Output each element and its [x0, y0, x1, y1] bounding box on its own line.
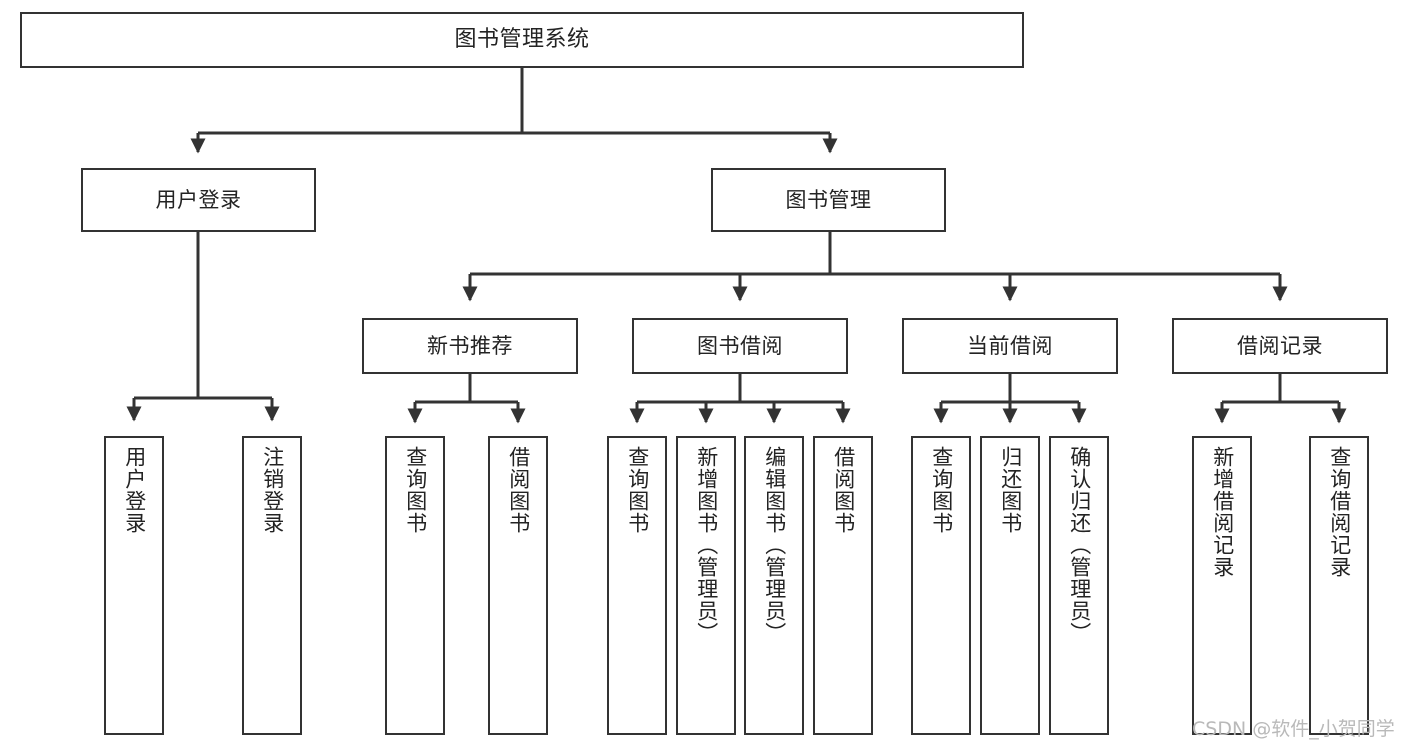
node-label: 借阅图书 — [831, 446, 856, 534]
node-borrow-record[interactable]: 借阅记录 — [1172, 318, 1388, 374]
leaf-edit-book-admin[interactable]: 编辑图书（管理员） — [744, 436, 804, 735]
node-label: 用户登录 — [122, 446, 147, 534]
node-label: 图书借阅 — [697, 333, 783, 358]
node-label: 图书管理 — [785, 187, 872, 212]
node-label: 注销登录 — [260, 446, 285, 534]
leaf-query-book-recommend[interactable]: 查询图书 — [385, 436, 445, 735]
node-label: 新增图书（管理员） — [694, 446, 719, 644]
node-label: 查询图书 — [929, 446, 954, 534]
leaf-borrow-book[interactable]: 借阅图书 — [813, 436, 873, 735]
node-new-book-recommend[interactable]: 新书推荐 — [362, 318, 578, 374]
node-book-borrow[interactable]: 图书借阅 — [632, 318, 848, 374]
leaf-confirm-return-admin[interactable]: 确认归还（管理员） — [1049, 436, 1109, 735]
leaf-user-login[interactable]: 用户登录 — [104, 436, 164, 735]
node-current-borrow[interactable]: 当前借阅 — [902, 318, 1118, 374]
node-label: 当前借阅 — [967, 333, 1053, 358]
leaf-logout[interactable]: 注销登录 — [242, 436, 302, 735]
leaf-query-book-borrow[interactable]: 查询图书 — [607, 436, 667, 735]
leaf-add-borrow-record[interactable]: 新增借阅记录 — [1192, 436, 1252, 735]
leaf-return-book[interactable]: 归还图书 — [980, 436, 1040, 735]
node-label: 查询图书 — [403, 446, 428, 534]
leaf-borrow-book-recommend[interactable]: 借阅图书 — [488, 436, 548, 735]
node-label: 用户登录 — [155, 187, 242, 212]
node-label: 借阅记录 — [1237, 333, 1323, 358]
node-book-management[interactable]: 图书管理 — [711, 168, 946, 232]
node-label: 查询图书 — [625, 446, 650, 534]
node-label: 归还图书 — [998, 446, 1023, 534]
node-label: 新书推荐 — [427, 333, 513, 358]
node-label: 查询借阅记录 — [1327, 446, 1352, 578]
leaf-add-book-admin[interactable]: 新增图书（管理员） — [676, 436, 736, 735]
node-root-system[interactable]: 图书管理系统 — [20, 12, 1024, 68]
node-label: 借阅图书 — [506, 446, 531, 534]
node-label: 确认归还（管理员） — [1067, 446, 1092, 644]
node-label: 新增借阅记录 — [1210, 446, 1235, 578]
node-user-login[interactable]: 用户登录 — [81, 168, 316, 232]
node-label: 编辑图书（管理员） — [762, 446, 787, 644]
leaf-query-borrow-record[interactable]: 查询借阅记录 — [1309, 436, 1369, 735]
csdn-watermark: CSDN @软件_小贺同学 — [1192, 718, 1395, 740]
leaf-query-book-current[interactable]: 查询图书 — [911, 436, 971, 735]
node-label: 图书管理系统 — [454, 27, 590, 53]
